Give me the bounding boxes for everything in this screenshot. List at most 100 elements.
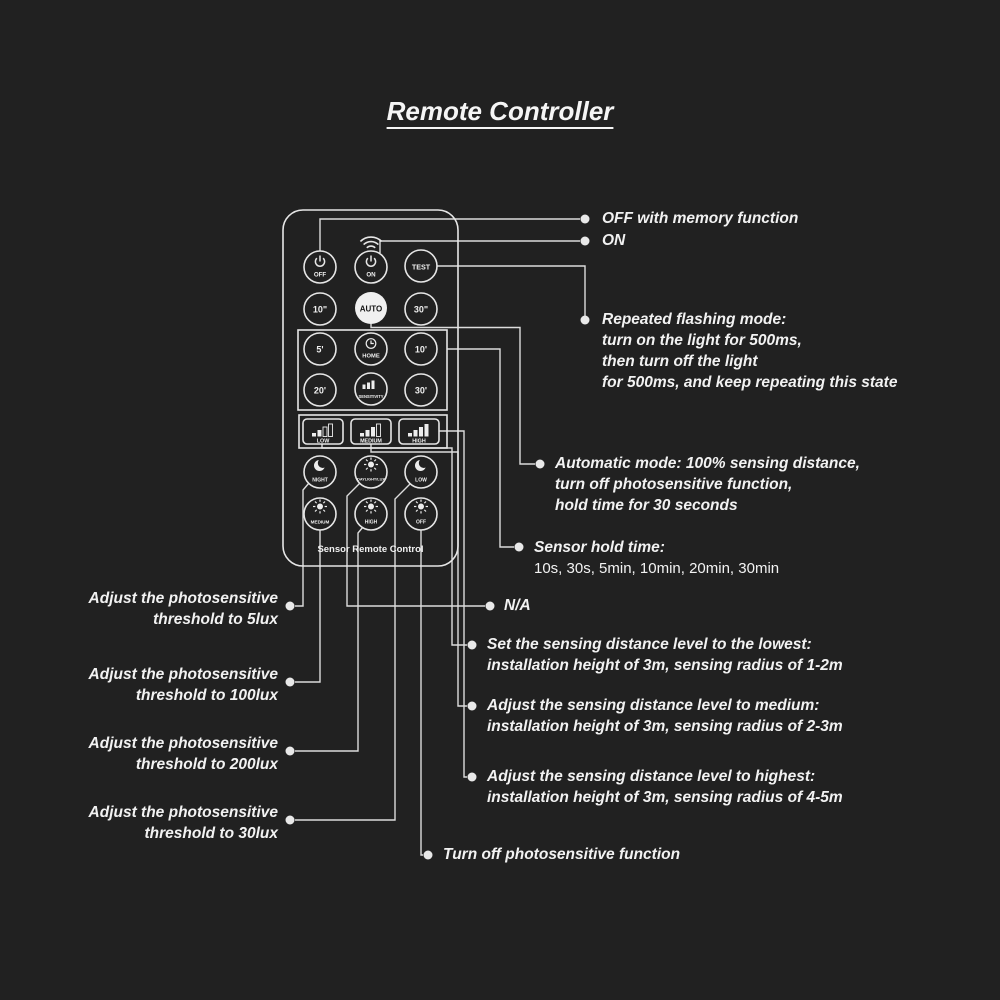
annotation-line: Adjust the photosensitive xyxy=(88,804,278,821)
remote-footer-label: Sensor Remote Control xyxy=(317,544,423,555)
off-button-label: OFF xyxy=(314,272,327,279)
annotation-line: Turn off photosensitive function xyxy=(443,846,681,863)
annotation-line: threshold to 100lux xyxy=(135,687,278,704)
leader-line-repeated-flashing xyxy=(437,265,586,316)
remote-control: OFF ON TEST 10" AUTO 30" xyxy=(282,209,459,567)
annotation-repeated-flashing: Repeated flashing mode: turn on the ligh… xyxy=(602,309,897,393)
remote-body xyxy=(282,209,459,567)
annotation-line: then turn off the light xyxy=(602,353,758,370)
leader-line-off-memory xyxy=(319,218,580,251)
annotation-dot xyxy=(285,601,295,611)
annotation-photosensitive-off: Turn off photosensitive function xyxy=(443,844,680,865)
remote-button-10s: 10" xyxy=(303,292,337,326)
sun-icon xyxy=(414,499,428,514)
sensitivity-bars-icon xyxy=(362,380,375,389)
annotation-lux200: Adjust the photosensitive threshold to 2… xyxy=(89,733,278,775)
distance-group-box xyxy=(298,414,448,449)
annotation-dot xyxy=(285,815,295,825)
annotation-dot xyxy=(467,640,477,650)
annotation-line: Set the sensing distance level to the lo… xyxy=(487,636,812,653)
signal-bars-medium-icon xyxy=(360,423,381,437)
remote-button-20min: 20' xyxy=(303,373,337,407)
30min-button-label: 30' xyxy=(415,386,427,396)
leader-line-distance-lowest xyxy=(321,444,467,646)
remote-button-night: NIGHT xyxy=(303,455,337,489)
annotation-dot xyxy=(467,772,477,782)
annotation-na: N/A xyxy=(504,595,531,616)
sun-icon xyxy=(364,499,378,514)
annotation-on: ON xyxy=(602,230,625,251)
lux-low-button-label: LOW xyxy=(415,478,427,484)
remote-button-sensitivity: SENSITIVITY xyxy=(354,372,388,406)
remote-button-on: ON xyxy=(354,250,388,284)
annotation-lux5: Adjust the photosensitive threshold to 5… xyxy=(89,588,278,630)
page-title-text: Remote Controller xyxy=(386,96,614,126)
annotation-dot xyxy=(535,459,545,469)
annotation-line: installation height of 3m, sensing radiu… xyxy=(487,718,843,735)
annotation-line: installation height of 3m, sensing radiu… xyxy=(487,657,843,674)
remote-button-lux-low: LOW xyxy=(404,455,438,489)
annotation-dots xyxy=(285,214,590,860)
leader-line-lux5 xyxy=(295,482,310,607)
distance-high-label: HIGH xyxy=(412,439,426,445)
remote-button-off: OFF xyxy=(303,250,337,284)
annotation-lux100: Adjust the photosensitive threshold to 1… xyxy=(89,664,278,706)
leader-line-distance-highest xyxy=(439,430,467,778)
page-title: Remote Controller xyxy=(0,96,1000,127)
remote-button-home: HOME xyxy=(354,332,388,366)
leader-line-lux30 xyxy=(295,483,411,821)
remote-button-5min: 5' xyxy=(303,332,337,366)
remote-button-30min: 30' xyxy=(404,373,438,407)
annotation-dot xyxy=(580,315,590,325)
annotation-line: turn off photosensitive function, xyxy=(555,476,793,493)
annotation-line: installation height of 3m, sensing radiu… xyxy=(487,789,843,806)
annotation-distance-highest: Adjust the sensing distance level to hig… xyxy=(487,766,843,808)
remote-button-auto: AUTO xyxy=(355,292,387,324)
leader-line-lux100 xyxy=(295,530,321,683)
leader-line-automatic xyxy=(370,324,535,465)
annotation-line: ON xyxy=(602,232,626,249)
10s-button-label: 10" xyxy=(313,305,327,315)
annotation-line: threshold to 30lux xyxy=(144,825,279,842)
auto-button-label: AUTO xyxy=(360,305,383,314)
annotation-distance-medium: Adjust the sensing distance level to med… xyxy=(487,695,843,737)
leader-line-photosensitive-off xyxy=(420,530,423,856)
leader-line-on xyxy=(379,240,580,253)
annotation-line: Adjust the photosensitive xyxy=(88,666,278,683)
annotation-lux30: Adjust the photosensitive threshold to 3… xyxy=(89,802,278,844)
leader-line-lux200 xyxy=(295,526,364,752)
annotation-dot xyxy=(467,701,477,711)
lux-off-button-label: OFF xyxy=(416,520,426,526)
signal-bars-low-icon xyxy=(312,423,333,437)
remote-button-distance-high: HIGH xyxy=(398,418,440,445)
remote-button-lux-medium: MEDIUM xyxy=(303,497,337,531)
lux-medium-button-label: MEDIUM xyxy=(311,520,330,525)
remote-button-test: TEST xyxy=(404,249,438,283)
lux-high-button-label: HIGH xyxy=(365,520,378,526)
10min-button-label: 10' xyxy=(415,345,427,355)
annotation-dot xyxy=(285,746,295,756)
30s-button-label: 30" xyxy=(414,305,428,315)
signal-bars-high-icon xyxy=(408,424,429,437)
remote-button-lux-high: HIGH xyxy=(354,497,388,531)
moon-icon xyxy=(415,458,429,471)
annotation-line: Adjust the photosensitive xyxy=(88,735,278,752)
annotation-line: N/A xyxy=(504,597,531,614)
annotation-dot xyxy=(514,542,524,552)
test-button-label: TEST xyxy=(412,263,431,272)
20min-button-label: 20' xyxy=(314,386,326,396)
leader-lines xyxy=(295,218,586,856)
annotation-line: Adjust the sensing distance level to hig… xyxy=(487,768,816,785)
remote-button-lux-off: OFF xyxy=(404,497,438,531)
annotation-off-memory: OFF with memory function xyxy=(602,208,798,229)
moon-icon xyxy=(314,458,328,471)
distance-low-label: LOW xyxy=(317,439,330,445)
wifi-signal-icon xyxy=(359,236,383,249)
sun-icon xyxy=(364,457,378,472)
timing-group-box xyxy=(297,329,448,411)
annotation-line: Adjust the photosensitive xyxy=(88,590,278,607)
power-icon xyxy=(365,255,377,267)
leader-line-hold-time xyxy=(447,348,514,548)
daylight-button-label: DAYLIGHT/LUX xyxy=(357,478,385,482)
